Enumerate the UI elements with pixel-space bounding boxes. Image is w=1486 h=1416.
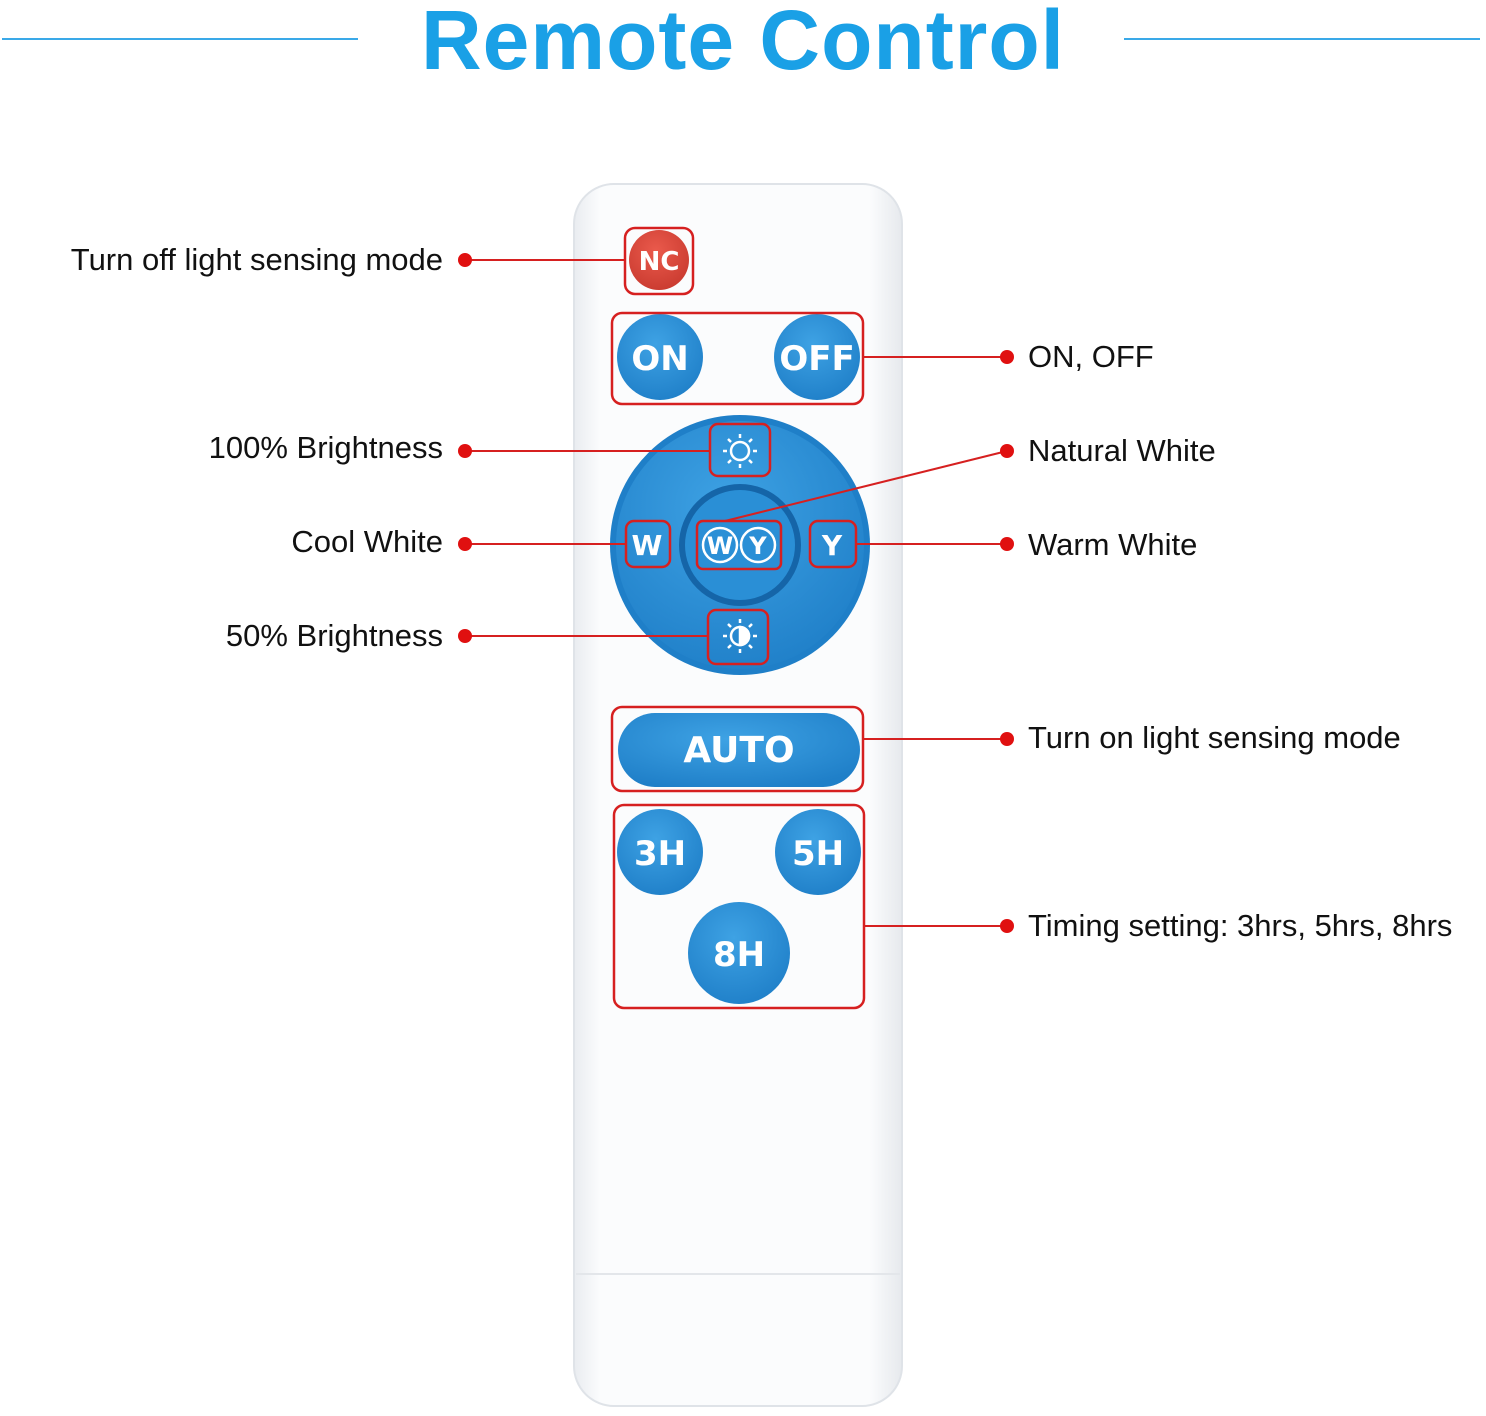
label-timing: Timing setting: 3hrs, 5hrs, 8hrs: [1028, 908, 1453, 943]
on-button-label: ON: [631, 339, 688, 379]
auto-button[interactable]: AUTO: [618, 713, 860, 787]
label-warm-white: Warm White: [1028, 527, 1198, 562]
label-natural-white: Natural White: [1028, 433, 1216, 468]
natural-white-button[interactable]: W Y: [701, 526, 777, 564]
auto-button-label: AUTO: [683, 730, 794, 771]
warm-white-button-label: Y: [821, 529, 843, 562]
label-brightness-100: 100% Brightness: [208, 430, 443, 465]
off-button-label: OFF: [779, 339, 854, 379]
label-turn-on-sensing: Turn on light sensing mode: [1028, 720, 1401, 755]
sun-half-icon: [723, 619, 757, 653]
warm-white-button[interactable]: Y: [821, 529, 843, 562]
label-brightness-50: 50% Brightness: [225, 618, 443, 653]
brightness-100-button[interactable]: [723, 434, 757, 468]
title-rule-left: [2, 38, 358, 40]
cool-white-button-label: W: [632, 529, 663, 562]
timer-5h-button[interactable]: 5H: [775, 809, 861, 895]
off-button[interactable]: OFF: [774, 314, 860, 400]
label-cool-white: Cool White: [291, 524, 443, 559]
natural-white-y-label: Y: [748, 532, 767, 560]
natural-white-highlight: [695, 519, 783, 571]
nc-button-label: NC: [639, 247, 680, 277]
callout-leaders: [458, 253, 1014, 933]
cool-white-button[interactable]: W: [632, 529, 663, 562]
timer-8h-label: 8H: [713, 935, 765, 975]
title-rule-right: [1124, 38, 1480, 40]
on-off-highlight: [610, 311, 865, 406]
timer-highlight: [612, 803, 866, 1010]
brightness-50-button[interactable]: [723, 619, 757, 653]
label-turn-off-sensing: Turn off light sensing mode: [70, 242, 443, 277]
sun-full-icon: [723, 434, 757, 468]
timer-3h-button[interactable]: 3H: [617, 809, 703, 895]
timer-5h-label: 5H: [792, 834, 844, 874]
timer-3h-label: 3H: [634, 834, 686, 874]
page-title: Remote Control: [421, 0, 1065, 87]
natural-white-w-label: W: [707, 532, 733, 560]
timer-8h-button[interactable]: 8H: [688, 902, 790, 1004]
nc-button[interactable]: NC: [629, 230, 689, 290]
auto-highlight: [610, 705, 865, 793]
label-on-off: ON, OFF: [1028, 339, 1154, 374]
on-button[interactable]: ON: [617, 314, 703, 400]
